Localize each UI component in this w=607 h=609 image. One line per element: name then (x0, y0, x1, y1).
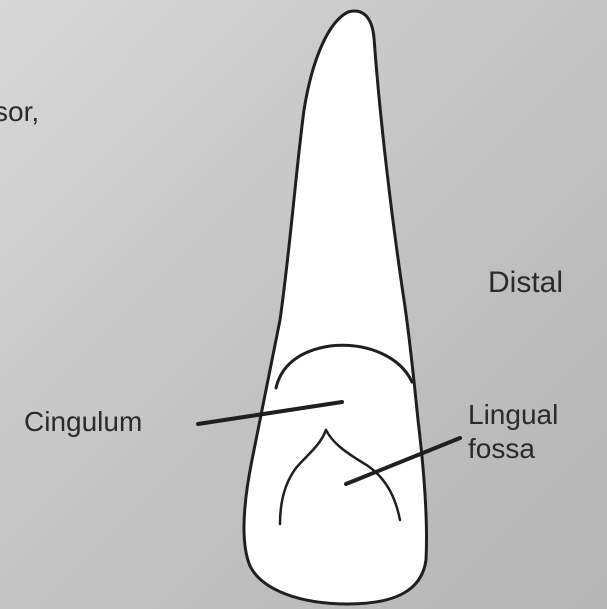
distal-label: Distal (488, 266, 563, 301)
cingulum-label: Cingulum (24, 406, 142, 438)
cropped-title-fragment: sor, (0, 96, 39, 128)
lingual-fossa-label: Lingual fossa (468, 398, 558, 465)
lingual-fossa-label-line2: fossa (468, 432, 558, 466)
lingual-fossa-label-line1: Lingual (468, 398, 558, 432)
